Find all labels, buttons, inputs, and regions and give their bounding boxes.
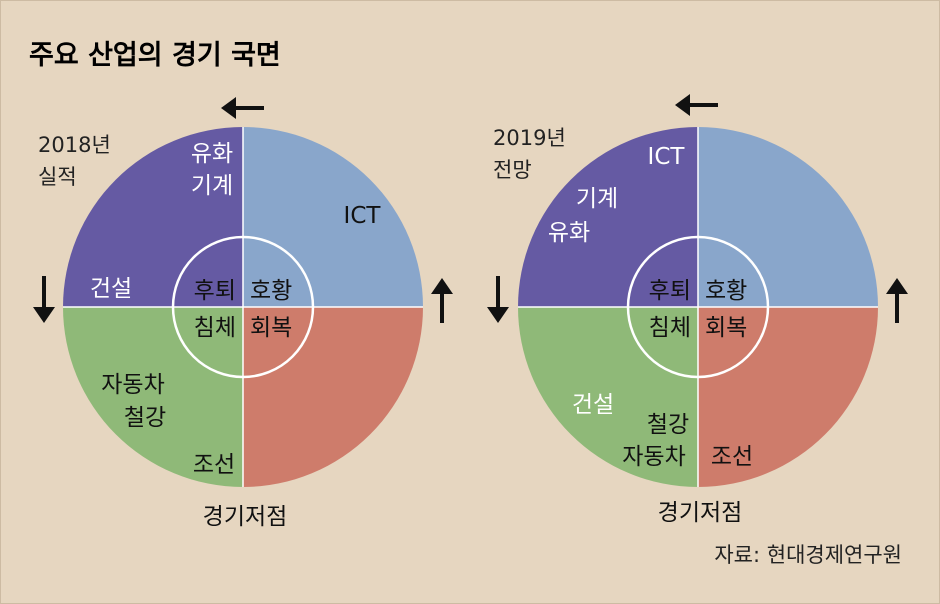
- phase-label-downturn: 후퇴: [194, 278, 236, 304]
- phase-ring: [171, 235, 315, 379]
- phase-label-downturn: 후퇴: [649, 278, 691, 304]
- industry-label: 유화: [191, 141, 233, 167]
- cycle-diagram-2018: 후퇴 호황 침체 회복 유화 기계 ICT 건설 자동차 철강 조선 2018년…: [33, 97, 453, 530]
- industry-label: 철강: [647, 412, 689, 438]
- industry-label: 철강: [124, 405, 166, 431]
- industry-label: 자동차: [101, 372, 164, 398]
- phase-label-recovery: 호황: [705, 278, 747, 304]
- phase-label-recovery: 호황: [250, 278, 292, 304]
- trough-label: 경기저점: [203, 504, 288, 530]
- industry-label: 유화: [548, 220, 590, 246]
- period-caption: 전망: [493, 158, 532, 182]
- industry-label: 기계: [191, 173, 233, 199]
- period-caption: 2018년: [38, 133, 111, 157]
- phase-label-contraction: 침체: [194, 315, 236, 341]
- industry-label: 건설: [90, 276, 132, 302]
- industry-label: 자동차: [622, 444, 685, 470]
- industry-label: 건설: [572, 392, 614, 418]
- quadrant-contraction: [518, 307, 698, 487]
- down-arrow-icon: [487, 276, 509, 323]
- figure-title: 주요 산업의 경기 국면: [29, 40, 281, 71]
- period-caption: 2019년: [493, 126, 566, 150]
- trough-label: 경기저점: [658, 500, 743, 526]
- left-arrow-icon: [221, 97, 264, 119]
- quadrant-upturn: [243, 307, 423, 487]
- phase-label-upturn: 회복: [705, 315, 747, 341]
- quadrant-recovery: [698, 127, 878, 307]
- industry-label: 조선: [193, 452, 235, 478]
- industry-label: 기계: [576, 186, 618, 212]
- quadrant-downturn: [518, 127, 698, 307]
- industry-label: ICT: [648, 144, 686, 170]
- quadrant-upturn: [698, 307, 878, 487]
- industry-label: 조선: [711, 444, 753, 470]
- left-arrow-icon: [675, 94, 718, 116]
- phase-label-contraction: 침체: [649, 315, 691, 341]
- quadrant-downturn: [63, 127, 243, 307]
- quadrant-recovery: [243, 127, 423, 307]
- industry-label: ICT: [344, 203, 382, 229]
- quadrant-contraction: [63, 307, 243, 487]
- phase-label-upturn: 회복: [250, 315, 292, 341]
- period-caption: 실적: [38, 165, 77, 189]
- source-note: 자료: 현대경제연구원: [714, 543, 902, 567]
- down-arrow-icon: [33, 276, 55, 323]
- phase-ring: [626, 235, 770, 379]
- up-arrow-icon: [431, 278, 453, 323]
- cycle-diagram-2019: 후퇴 호황 침체 회복 ICT 기계 유화 건설 철강 자동차 조선 2019년…: [487, 94, 908, 526]
- up-arrow-icon: [886, 278, 908, 323]
